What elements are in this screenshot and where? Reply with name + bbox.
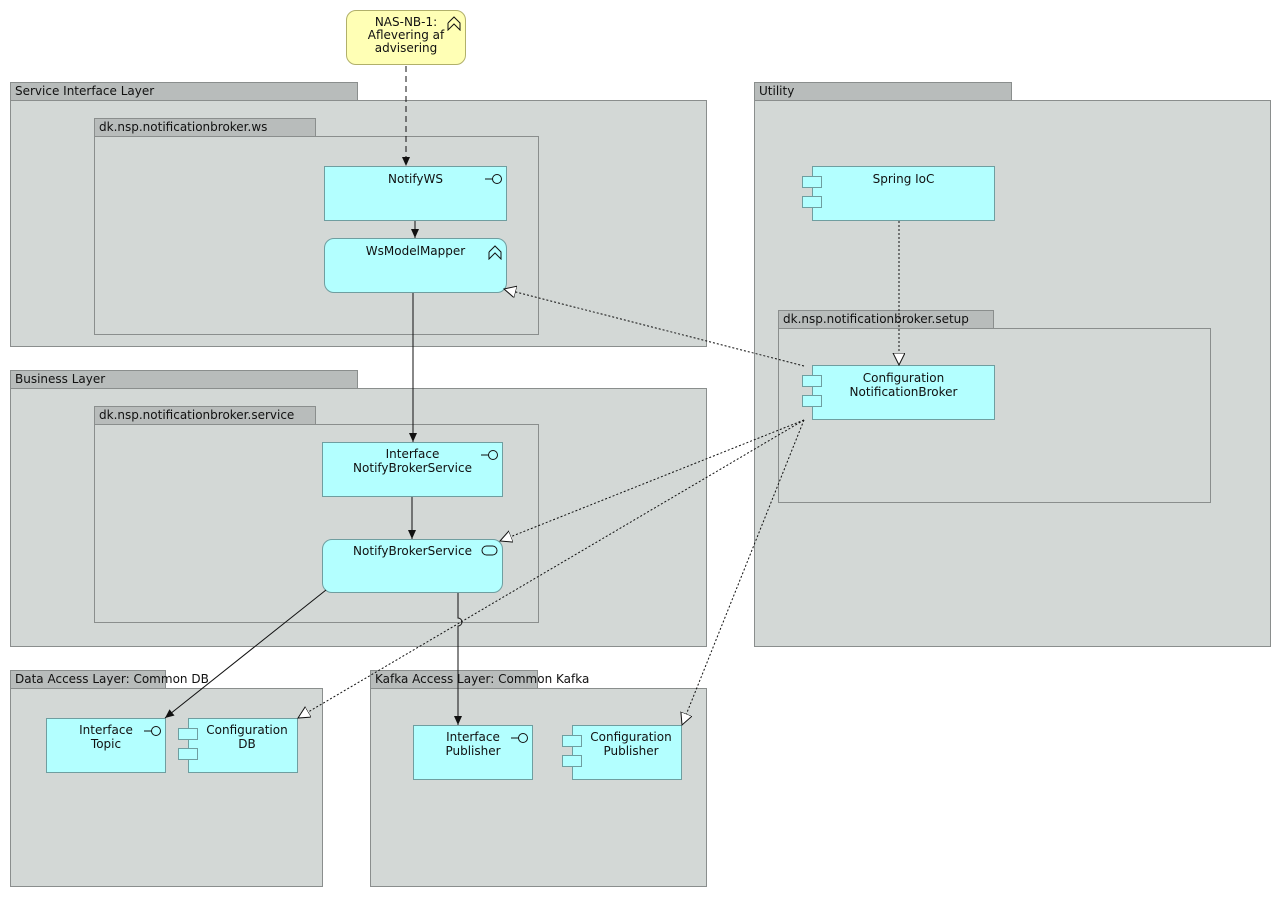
notify-broker-service[interactable]: NotifyBrokerService xyxy=(322,539,503,593)
component-icon xyxy=(562,735,582,747)
layer-tab-service-interface: Service Interface Layer xyxy=(10,82,358,101)
spring-ioc-component[interactable]: Spring IoC xyxy=(812,166,995,221)
requirement-label: NAS-NB-1: Aflevering af advisering xyxy=(367,15,445,55)
component-icon xyxy=(178,728,198,740)
package-tab-ws: dk.nsp.notificationbroker.ws xyxy=(94,118,316,137)
requirement-chevron-icon xyxy=(447,16,461,31)
service-rounded-icon xyxy=(481,545,498,556)
component-icon xyxy=(178,748,198,760)
interface-topic-label: Interface Topic xyxy=(79,723,133,751)
interface-lollipop-icon xyxy=(511,733,528,743)
notify-ws-interface[interactable]: NotifyWS xyxy=(324,166,507,221)
package-tab-service: dk.nsp.notificationbroker.service xyxy=(94,406,316,425)
component-icon xyxy=(802,375,822,387)
notify-ws-label: NotifyWS xyxy=(388,172,443,186)
interface-lollipop-icon xyxy=(144,726,161,736)
component-icon xyxy=(802,176,822,188)
layer-tab-kafka-access: Kafka Access Layer: Common Kafka xyxy=(370,670,589,689)
interface-topic[interactable]: Interface Topic xyxy=(46,718,166,773)
configuration-db-label: Configuration DB xyxy=(206,723,288,751)
spring-ioc-label: Spring IoC xyxy=(872,172,935,186)
layer-tab-business: Business Layer xyxy=(10,370,358,389)
ws-model-mapper-label: WsModelMapper xyxy=(365,244,466,258)
interface-notify-broker-service-label: Interface NotifyBrokerService xyxy=(353,447,472,475)
interface-publisher[interactable]: Interface Publisher xyxy=(413,725,533,780)
requirement-nas-nb-1[interactable]: NAS-NB-1: Aflevering af advisering xyxy=(346,10,466,65)
interface-publisher-label: Interface Publisher xyxy=(445,730,501,758)
function-chevron-icon xyxy=(488,245,502,260)
ws-model-mapper-function[interactable]: WsModelMapper xyxy=(324,238,507,293)
interface-notify-broker-service[interactable]: Interface NotifyBrokerService xyxy=(322,442,503,497)
interface-lollipop-icon xyxy=(485,174,502,184)
package-setup xyxy=(778,328,1211,503)
component-icon xyxy=(562,755,582,767)
component-icon xyxy=(802,395,822,407)
configuration-db-component[interactable]: Configuration DB xyxy=(188,718,298,773)
configuration-publisher-component[interactable]: Configuration Publisher xyxy=(572,725,682,780)
configuration-notification-broker-component[interactable]: Configuration NotificationBroker xyxy=(812,365,995,420)
layer-kafka-access xyxy=(370,688,707,887)
component-icon xyxy=(802,196,822,208)
layer-tab-data-access: Data Access Layer: Common DB xyxy=(10,670,209,689)
configuration-publisher-label: Configuration Publisher xyxy=(590,730,672,758)
package-ws xyxy=(94,136,539,335)
interface-lollipop-icon xyxy=(481,450,498,460)
notify-broker-service-label: NotifyBrokerService xyxy=(353,544,472,558)
package-tab-setup: dk.nsp.notificationbroker.setup xyxy=(778,310,994,329)
configuration-notification-broker-label: Configuration NotificationBroker xyxy=(849,371,958,399)
layer-tab-utility: Utility xyxy=(754,82,1012,101)
